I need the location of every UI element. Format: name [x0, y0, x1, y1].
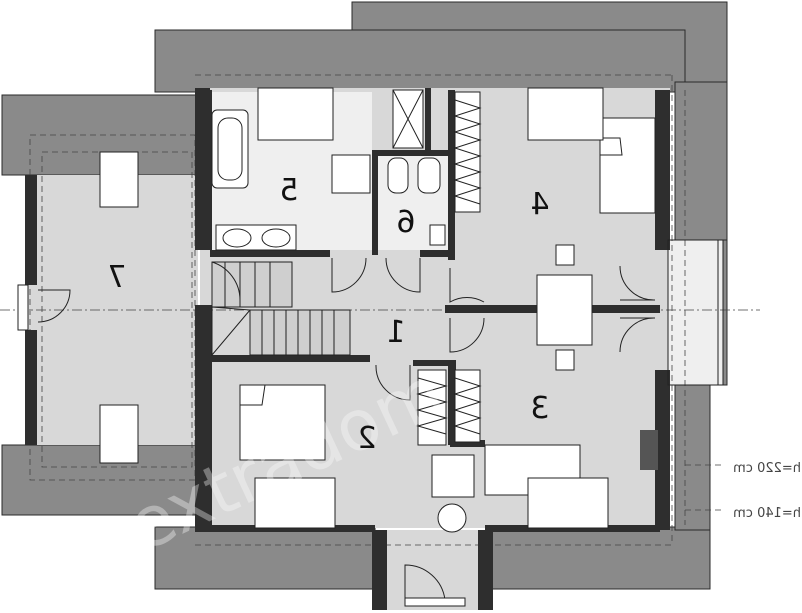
room-number-1: 1 [386, 315, 405, 350]
door-balcony-3 [619, 317, 656, 353]
height-label-140: h=140 cm [733, 506, 801, 521]
chair-bottom [555, 349, 575, 371]
entrance-door [404, 564, 446, 601]
balcony-floor [668, 240, 723, 385]
roof-right-lower [674, 384, 711, 531]
roof-top [154, 29, 686, 93]
furniture [99, 87, 656, 533]
height-label-220: h=220 cm [733, 461, 801, 476]
wc-sink [429, 224, 446, 246]
door-balcony-4 [619, 265, 656, 301]
height-labels: h=220 cm h=140 cm [733, 461, 801, 521]
chair-top [555, 244, 575, 266]
door-room-2 [375, 364, 411, 401]
wardrobes [416, 91, 482, 446]
room-labels: 1 2 3 4 5 6 7 [107, 173, 549, 456]
room-number-3: 3 [530, 391, 549, 426]
entrance-floor [372, 530, 492, 610]
wc-fixtures [387, 157, 446, 246]
bed-room-4 [599, 117, 656, 214]
door-room-7 [37, 289, 71, 323]
room-number-7: 7 [107, 260, 126, 295]
desk [536, 274, 593, 346]
doors[interactable] [17, 257, 656, 607]
door-stair [211, 261, 241, 301]
skylight-4 [527, 87, 604, 141]
roof-bottom-left [154, 526, 376, 590]
room-number-6: 6 [396, 205, 415, 240]
room-number-4: 4 [530, 187, 549, 222]
door-room-3 [449, 317, 485, 353]
skylight-2 [254, 477, 336, 529]
door-room-4 [449, 268, 485, 303]
room-number-5: 5 [279, 173, 298, 208]
entrance-threshold [404, 597, 466, 607]
toilet [387, 157, 409, 194]
door-room-6 [385, 257, 421, 293]
balcony [667, 239, 724, 386]
skylight-7-bottom [99, 404, 139, 464]
skylight-3 [527, 477, 609, 529]
armchair [431, 454, 475, 498]
bathroom-fixtures [211, 89, 424, 251]
window-room-7 [17, 284, 29, 331]
roof-right-upper [674, 81, 728, 243]
door-room-5 [331, 257, 367, 293]
room-number-2: 2 [357, 421, 376, 456]
roof-bottom-right [489, 526, 711, 590]
bidet [417, 157, 441, 194]
round-table [437, 503, 467, 533]
skylight-7-top [99, 151, 139, 208]
shower-tray [331, 154, 371, 194]
skylight-5 [257, 87, 334, 141]
